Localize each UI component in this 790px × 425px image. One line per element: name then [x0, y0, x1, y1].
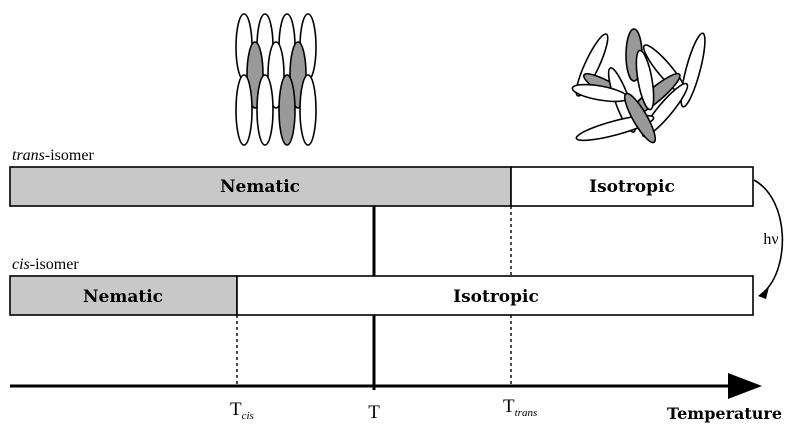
trans-suffix: -isomer	[45, 147, 95, 164]
cis-isotropic-segment	[236, 275, 754, 316]
t-cis-label: Tcis	[230, 399, 254, 422]
t-label: T	[368, 402, 380, 423]
trans-isotropic-segment	[510, 166, 754, 207]
temperature-axis-title: Temperature	[667, 404, 782, 423]
photoisomerization-arrow	[753, 179, 784, 299]
trans-isomer-label: trans-isomer	[12, 147, 94, 164]
trans-nematic-segment	[9, 166, 512, 207]
t-trans-label: Ttrans	[503, 396, 537, 419]
temperature-axis	[10, 373, 762, 399]
cis-suffix: -isomer	[30, 256, 80, 273]
cis-isomer-label: cis-isomer	[12, 256, 79, 273]
cis-nematic-segment	[9, 275, 238, 316]
isotropic-molecules-illustration	[571, 28, 706, 144]
trans-isomer-bar: Nematic Isotropic	[9, 166, 754, 207]
cis-nematic-label: Nematic	[83, 287, 163, 307]
hv-label: hν	[763, 231, 778, 248]
cis-isotropic-label: Isotropic	[453, 287, 539, 307]
trans-isotropic-label: Isotropic	[589, 177, 675, 197]
cis-italic: cis	[12, 256, 30, 273]
nematic-molecules-illustration	[235, 13, 317, 146]
cis-isomer-bar: Nematic Isotropic	[9, 275, 754, 316]
trans-italic: trans	[12, 147, 45, 164]
trans-nematic-label: Nematic	[220, 177, 300, 197]
